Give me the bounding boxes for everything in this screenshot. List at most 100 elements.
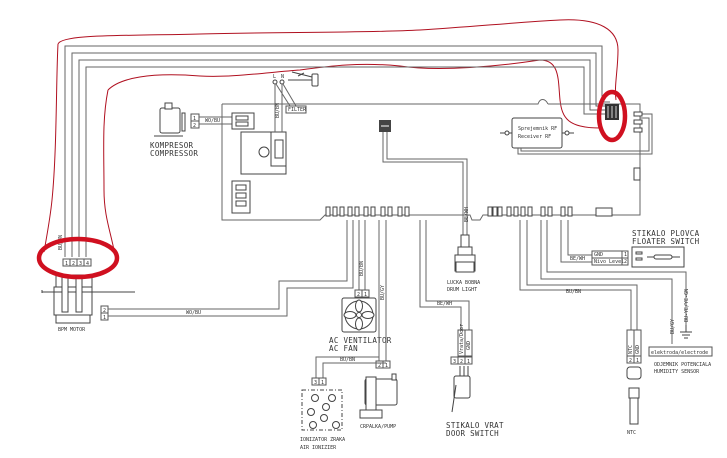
humidity-ground-wire-color: BU-YE/YE-GN [684, 289, 690, 322]
pump-pin-2: 2 [378, 363, 381, 369]
red-trace-outer-left [43, 43, 59, 253]
drum-light: LUCKA BOBNA DRUM LIGHT [447, 234, 480, 293]
drum-light-label-2: DRUM LIGHT [447, 287, 477, 293]
pcb-header-pin [347, 206, 353, 217]
pcb-header-pin [387, 206, 393, 217]
drum-light-pcb-connector: BE/WH [379, 120, 470, 235]
pcb-header-pin [397, 206, 403, 217]
door-wire-color: BE/WH [437, 301, 452, 307]
fan-label-1: AC VENTILATOR [329, 336, 392, 345]
pump-wire-color: BU/GY [380, 285, 386, 300]
ntc-wire-color: BU/BN [566, 289, 581, 295]
bpm-motor-label: BPM MOTOR [58, 327, 86, 333]
bpm-aux-pin-1: 1 [103, 315, 106, 321]
power-input: L N FILTER BU/BN [272, 71, 319, 132]
air-ionizer: BU/BN 3 1 IONIZATOR ZRAKA AIR IONIZIER [300, 356, 386, 451]
fan-label-2: AC FAN [329, 344, 358, 353]
pcb-header-pin [492, 206, 498, 217]
door-switch-label-1: STIKALO VRAT [446, 421, 504, 430]
pcb-header-pin [506, 206, 512, 217]
red-trace-inner [107, 59, 601, 129]
humidity-label-1: ODJEMNIK POTENCIALA [654, 362, 711, 368]
ac-fan: BU/BN 2 1 AC VENTILATOR AC FAN [329, 220, 392, 353]
fan-pin-2: 2 [357, 292, 360, 298]
compressor: KOMPRESOR COMPRESSOR 1 2 WO/BU [150, 102, 232, 158]
bpm-wire-color: WO/BU [186, 310, 201, 316]
floater-pin-name-2: Nivo Level [594, 259, 624, 265]
ntc-pin-name-1: GND [635, 345, 641, 354]
pcb-header-pin [547, 206, 553, 217]
bpm-pin-3: 3 [79, 261, 82, 267]
door-pin-name-2: Vrata/Door [459, 324, 465, 354]
pcb-header-pin [560, 206, 566, 217]
door-pin-3: 3 [453, 359, 456, 365]
fan-pin-1: 1 [364, 292, 367, 298]
pcb-motor-connector [605, 104, 643, 181]
pcb-header-pin [527, 206, 533, 217]
pcb-header-pin [567, 206, 573, 217]
pcb-header-pin [363, 206, 369, 217]
pcb-header-pin [497, 206, 503, 217]
humidity-sensor: BU-YE/YE-GN BU/GY elektroda/electrode OD… [540, 220, 713, 375]
floater-wire-color: BE/WH [570, 256, 585, 262]
door-switch: BE/WH Vrata/Door GND 3 2 1 STIKALO VRAT … [419, 220, 504, 438]
pcb-header-pin [370, 206, 376, 217]
electrode-label: elektroda/electrode [651, 350, 708, 356]
compressor-label-1: KOMPRESOR [150, 141, 194, 150]
floater-label-1: STIKALO PLOVCA [632, 229, 700, 238]
pump-label: CRPALKA/PUMP [360, 424, 396, 430]
ntc-pin-1: 1 [636, 358, 639, 364]
floater-pin-2: 2 [624, 259, 627, 265]
pcb-header-pin [339, 206, 345, 217]
pcb-header-pin [540, 206, 546, 217]
pump-pin-1: 1 [385, 363, 388, 369]
ntc-pin-2: 2 [629, 358, 632, 364]
ntc-pin-name-2: NTC [628, 345, 634, 354]
floater-pin-1: 1 [624, 252, 627, 258]
pcb-resistor [595, 207, 613, 217]
ionizer-label-1: IONIZATOR ZRAKA [300, 437, 345, 443]
pcb-header-pin [487, 206, 493, 217]
door-switch-label-2: DOOR SWITCH [446, 429, 499, 438]
pcb-header-pin [325, 206, 331, 217]
humidity-label-2: HUMIDITY SENSOR [654, 369, 700, 375]
ionizer-label-2: AIR IONIZIER [300, 445, 337, 451]
ionizer-pin-1: 1 [321, 380, 324, 386]
compressor-wire-color: WO/BU [205, 118, 220, 124]
bpm-pin-4: 4 [86, 261, 89, 267]
pcb-header-pin [513, 206, 519, 217]
ionizer-wire-color: BU/BN [340, 357, 355, 363]
fan-wire-color: BU/BN [359, 261, 365, 276]
ntc-label: NTC [627, 430, 636, 436]
ionizer-pin-3: 3 [314, 380, 317, 386]
pcb-header-pin [380, 206, 386, 217]
compressor-pin-1: 1 [193, 116, 196, 122]
red-trace-inner-left [103, 89, 115, 251]
door-pin-2: 2 [460, 359, 463, 365]
floater-pin-name-1: GND [594, 252, 603, 258]
drum-light-wire-color-pcb: BE/WH [464, 207, 470, 222]
bpm-pin-1: 1 [65, 261, 68, 267]
humidity-wire-color: BU/GY [670, 319, 676, 334]
door-pin-1: 1 [467, 359, 470, 365]
pcb-header-pin [354, 206, 360, 217]
pcb-connector-row [325, 206, 613, 217]
pcb-header-pin [404, 206, 410, 217]
filter-label: FILTER [288, 107, 307, 113]
compressor-pin-2: 2 [193, 123, 196, 129]
rf-receiver-label-1: Sprejemnik RF [518, 126, 557, 132]
red-circle-pcb-connector [596, 89, 628, 143]
power-wire-color: BU/BN [275, 103, 281, 118]
bpm-aux-pin-2: 2 [103, 308, 106, 314]
pcb-header-pin [520, 206, 526, 217]
door-pin-name-1: GND [466, 341, 472, 350]
red-circle-bpm-connector [36, 236, 120, 280]
floater-switch: BE/WH GND Nivo Level 1 2 STIKALO PLOVCA … [560, 220, 700, 268]
line-label: L [273, 74, 276, 80]
red-trace-outer [57, 19, 619, 101]
pcb-header-pin [332, 206, 338, 217]
drum-light-label-1: LUCKA BOBNA [447, 280, 480, 286]
ntc-sensor: BU/BN NTC GND 2 1 NTC [519, 220, 642, 436]
rf-receiver-label-2: Receiver RF [518, 134, 551, 140]
bpm-pin-2: 2 [72, 261, 75, 267]
